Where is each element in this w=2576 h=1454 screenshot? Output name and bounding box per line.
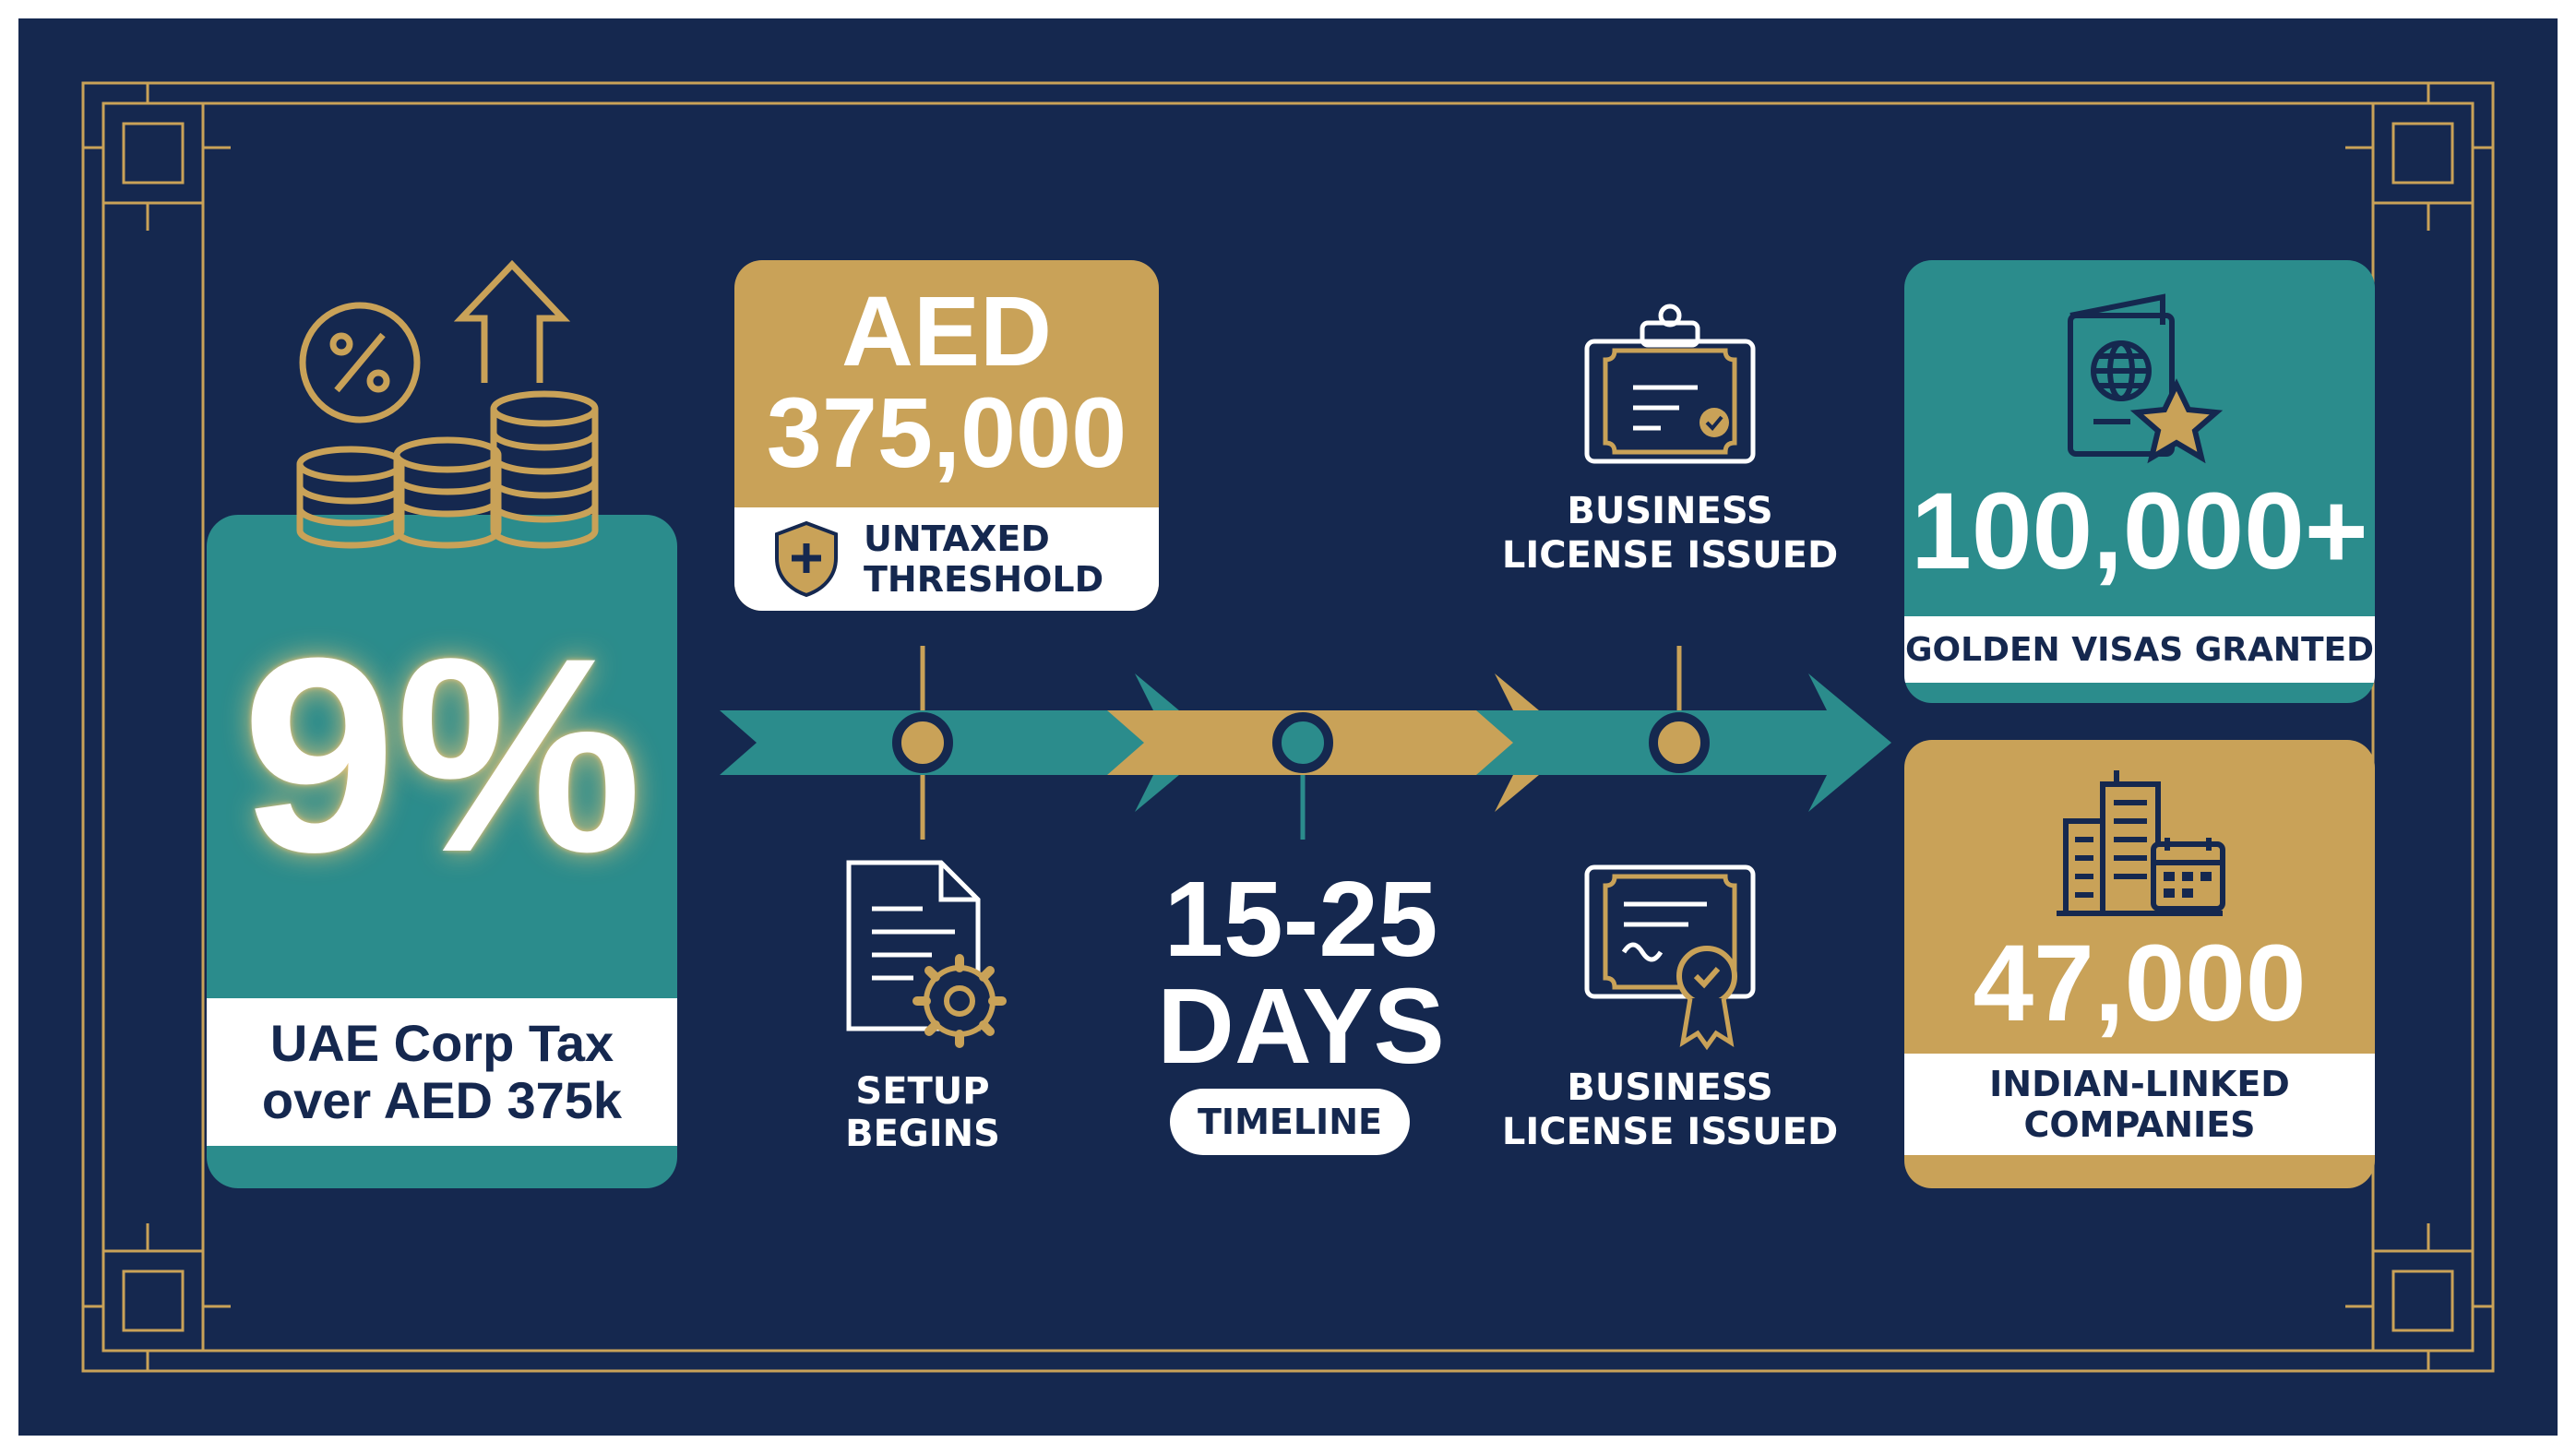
indian-companies-value: 47,000 xyxy=(1973,923,2307,1044)
license-bottom-label: BUSINESS LICENSE ISSUED xyxy=(1476,1066,1864,1154)
indian-companies-caption-line2: COMPANIES xyxy=(2023,1104,2256,1145)
license-top-label: BUSINESS LICENSE ISSUED xyxy=(1476,489,1864,578)
decorative-frame xyxy=(81,81,2495,1373)
threshold-card: AED 375,000 UNTAXED THRESHOLD xyxy=(734,260,1159,611)
license-clip-icon xyxy=(1584,304,1756,464)
days-value: 15-25 DAYS xyxy=(1153,865,1449,1079)
license-top-label-line2: LICENSE ISSUED xyxy=(1501,534,1839,577)
threshold-value-line1: AED xyxy=(841,275,1053,387)
passport-star-icon xyxy=(2068,293,2224,464)
license-bottom-label-line2: LICENSE ISSUED xyxy=(1501,1111,1839,1153)
tax-rate-value: 9% xyxy=(242,600,642,910)
document-gear-icon xyxy=(846,860,1007,1048)
indian-companies-card: 47,000 INDIAN-LINKED COMPANIES xyxy=(1904,740,2375,1188)
setup-label: SETUP BEGINS xyxy=(784,1070,1061,1155)
golden-visa-value: 100,000+ xyxy=(1911,471,2368,592)
threshold-caption-line1: UNTAXED xyxy=(864,518,1050,559)
threshold-caption: UNTAXED THRESHOLD xyxy=(734,507,1159,611)
days-value-line2: DAYS xyxy=(1157,966,1445,1086)
tax-caption-line1: UAE Corp Tax xyxy=(269,1014,614,1072)
setup-label-line2: BEGINS xyxy=(845,1113,1000,1155)
shield-icon xyxy=(775,520,838,598)
corp-tax-card: 9% UAE Corp Tax over AED 375k xyxy=(207,515,677,1188)
days-value-line1: 15-25 xyxy=(1163,859,1438,979)
timeline-badge: TIMELINE xyxy=(1170,1089,1410,1155)
certificate-icon xyxy=(1584,864,1756,1051)
infographic-canvas: 9% UAE Corp Tax over AED 375k xyxy=(18,18,2558,1436)
threshold-caption-line2: THRESHOLD xyxy=(864,559,1104,600)
license-top-label-line1: BUSINESS xyxy=(1567,490,1773,532)
license-bottom-label-line1: BUSINESS xyxy=(1567,1067,1773,1109)
timeline-badge-label: TIMELINE xyxy=(1198,1102,1382,1142)
golden-visa-caption: GOLDEN VISAS GRANTED xyxy=(1904,616,2375,683)
indian-companies-caption: INDIAN-LINKED COMPANIES xyxy=(1904,1054,2375,1155)
setup-label-line1: SETUP xyxy=(855,1070,990,1113)
threshold-value-line2: 375,000 xyxy=(766,376,1127,488)
timeline-arrows xyxy=(720,646,1891,840)
coin-stack-icon xyxy=(296,259,599,549)
indian-companies-caption-line1: INDIAN-LINKED xyxy=(1989,1064,2290,1104)
golden-visa-card: 100,000+ GOLDEN VISAS GRANTED xyxy=(1904,260,2375,703)
tax-caption-line2: over AED 375k xyxy=(261,1071,623,1129)
buildings-icon xyxy=(2057,770,2225,916)
tax-caption: UAE Corp Tax over AED 375k xyxy=(207,998,677,1146)
